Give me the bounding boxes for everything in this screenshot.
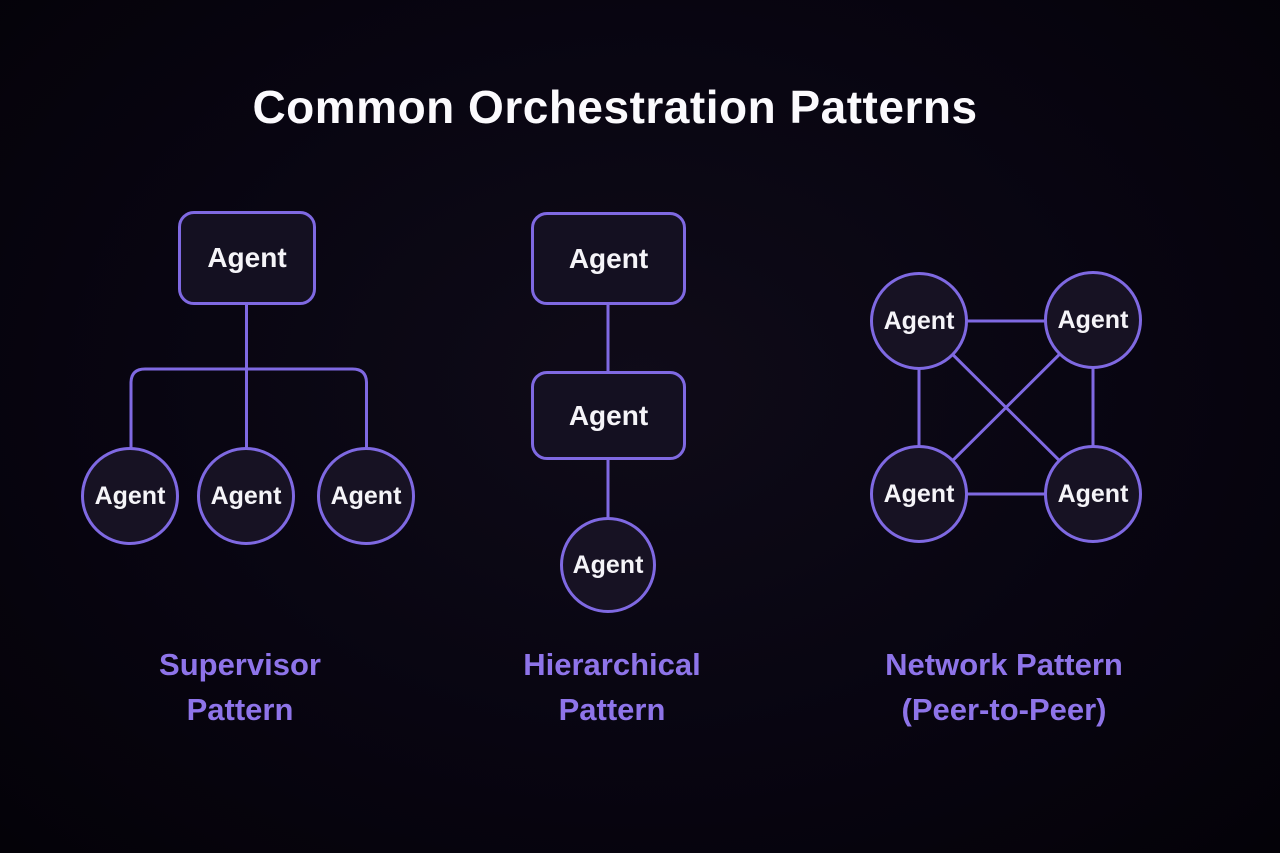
caption-line: Pattern xyxy=(558,692,666,727)
agent-node-label: Agent xyxy=(883,479,955,508)
agent-node-label: Agent xyxy=(1057,479,1129,508)
supervisor-root-agent-node: Agent xyxy=(178,211,316,305)
agent-node-label: Agent xyxy=(207,242,287,273)
hierarchical-top-agent-node: Agent xyxy=(531,212,686,305)
agent-node-label: Agent xyxy=(883,306,955,335)
caption-line: Network Pattern xyxy=(885,647,1123,682)
network-peer-agent-node-2: Agent xyxy=(1044,271,1142,369)
hierarchical-middle-agent-node: Agent xyxy=(531,371,686,460)
supervisor-branch-line xyxy=(129,367,368,454)
agent-node-label: Agent xyxy=(572,550,644,579)
caption-line: (Peer-to-Peer) xyxy=(901,692,1107,727)
caption-line: Supervisor xyxy=(159,647,321,682)
network-peer-agent-node-1: Agent xyxy=(870,272,968,370)
network-peer-agent-node-4: Agent xyxy=(1044,445,1142,543)
agent-node-label: Agent xyxy=(568,399,649,431)
supervisor-worker-agent-node-1: Agent xyxy=(81,447,179,545)
diagram-title: Common Orchestration Patterns xyxy=(252,81,978,133)
network-peer-agent-node-3: Agent xyxy=(870,445,968,543)
agent-node-label: Agent xyxy=(210,481,282,510)
network-pattern-caption: Network Pattern (Peer-to-Peer) xyxy=(814,642,1194,732)
agent-node-label: Agent xyxy=(330,481,402,510)
hierarchical-pattern-caption: Hierarchical Pattern xyxy=(437,642,787,732)
caption-line: Hierarchical xyxy=(523,647,701,682)
supervisor-worker-agent-node-3: Agent xyxy=(317,447,415,545)
agent-node-label: Agent xyxy=(1057,305,1129,334)
supervisor-worker-agent-node-2: Agent xyxy=(197,447,295,545)
agent-node-label: Agent xyxy=(568,242,649,274)
agent-node-label: Agent xyxy=(94,481,166,510)
caption-line: Pattern xyxy=(186,692,294,727)
supervisor-pattern-caption: Supervisor Pattern xyxy=(65,642,415,732)
hierarchical-bottom-agent-node: Agent xyxy=(560,517,656,613)
